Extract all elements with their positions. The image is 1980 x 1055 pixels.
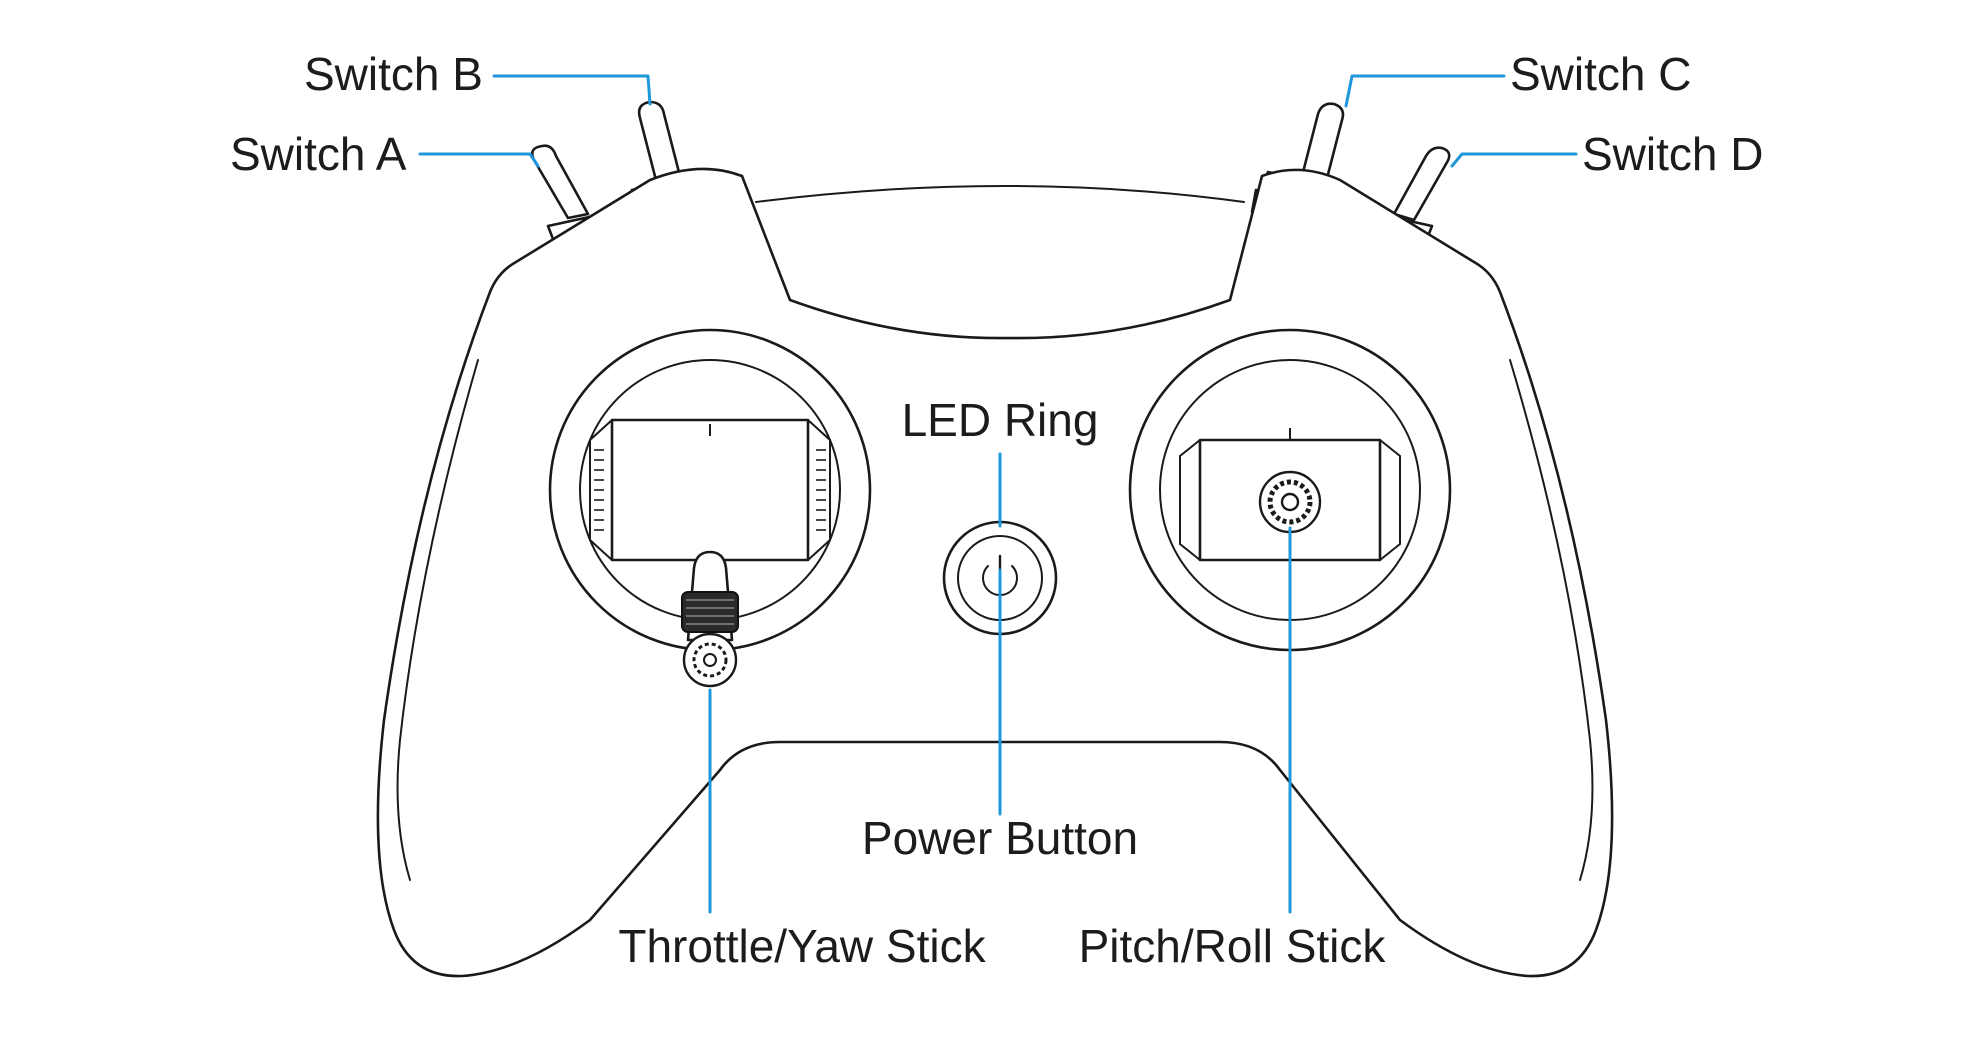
label-throttle-yaw-stick: Throttle/Yaw Stick [618,920,986,972]
left-gimbal [548,328,872,652]
leader-lines [418,74,1578,914]
leader-switch-d [1450,152,1578,168]
leader-switch-a [418,152,540,168]
label-power-button: Power Button [862,812,1138,864]
labels: Switch B Switch A Switch C Switch D LED … [230,48,1763,972]
label-led-ring: LED Ring [902,394,1099,446]
label-switch-d: Switch D [1582,128,1763,180]
label-pitch-roll-stick: Pitch/Roll Stick [1079,920,1387,972]
label-switch-c: Switch C [1510,48,1691,100]
leader-switch-b [492,74,652,106]
label-switch-a: Switch A [230,128,407,180]
pitch-roll-stick[interactable] [1258,470,1322,534]
leader-switch-c [1344,74,1506,108]
throttle-yaw-stick[interactable] [681,550,739,688]
label-switch-b: Switch B [304,48,483,100]
